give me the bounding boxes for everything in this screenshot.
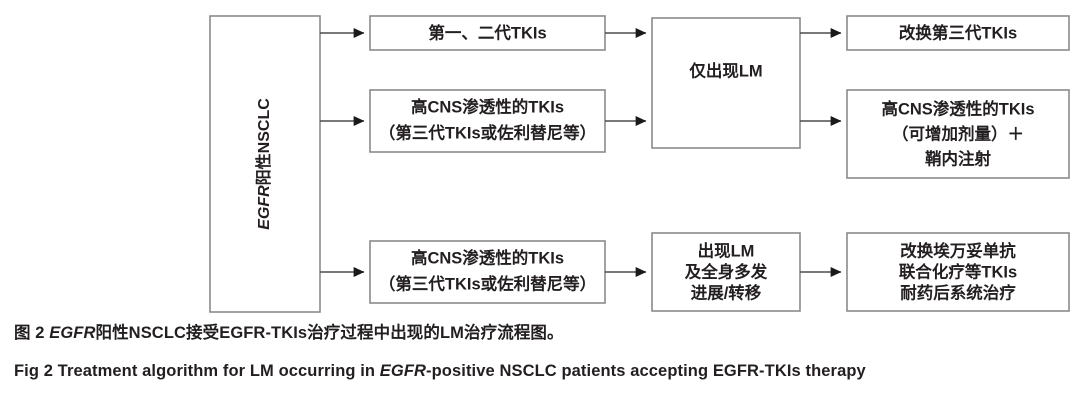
node-root-egfr-positive-nsclc[interactable]: EGFR阳性NSCLC	[209, 15, 321, 313]
node-amivantamab-chemo-systemic-therapy[interactable]: 改换埃万妥单抗 联合化疗等TKIs 耐药后系统治疗	[846, 232, 1070, 312]
node-n8-label-line2: 联合化疗等TKIs	[899, 261, 1017, 281]
caption-cn-rest: 阳性NSCLC接受EGFR-TKIs治疗过程中出现的LM治疗流程图。	[95, 324, 564, 342]
node-n2-label-line2: （第三代TKIs或佐利替尼等）	[379, 122, 596, 142]
node-n8-label-line1: 改换埃万妥单抗	[900, 240, 1016, 260]
node-n5-label-line3: 进展/转移	[691, 282, 762, 302]
node-n5-label-line1: 出现LM	[698, 240, 755, 260]
node-lm-only[interactable]: 仅出现LM	[651, 17, 801, 149]
figure-caption-chinese: 图 2 EGFR阳性NSCLC接受EGFR-TKIs治疗过程中出现的LM治疗流程…	[14, 318, 1066, 348]
node-n7-label-line3: 鞘内注射	[925, 148, 992, 168]
node-high-cns-penetration-tkis-lower[interactable]: 高CNS渗透性的TKIs （第三代TKIs或佐利替尼等）	[369, 240, 606, 304]
node-n5-label-line2: 及全身多发	[685, 261, 768, 281]
caption-cn-italic: EGFR	[49, 324, 96, 342]
node-lm-with-systemic-progression[interactable]: 出现LM 及全身多发 进展/转移	[651, 232, 801, 312]
node-n8-label-line3: 耐药后系统治疗	[900, 282, 1016, 302]
caption-en-italic: EGFR	[379, 362, 427, 380]
node-first-second-gen-tkis[interactable]: 第一、二代TKIs	[369, 15, 606, 51]
treatment-algorithm-flowchart: EGFR阳性NSCLC 第一、二代TKIs 高CNS渗透性的TKIs （第三代T…	[209, 15, 1070, 313]
node-n6-label: 改换第三代TKIs	[899, 22, 1017, 42]
node-high-cns-penetration-tkis-upper[interactable]: 高CNS渗透性的TKIs （第三代TKIs或佐利替尼等）	[369, 89, 606, 153]
node-n7-label-line1: 高CNS渗透性的TKIs	[881, 98, 1034, 118]
node-n7-label-line2: （可增加剂量）＋	[892, 123, 1024, 143]
node-n3-label-line2: （第三代TKIs或佐利替尼等）	[379, 273, 596, 293]
node-n3-label-line1: 高CNS渗透性的TKIs	[411, 247, 564, 267]
node-n4-label: 仅出现LM	[688, 60, 762, 80]
node-n1-label: 第一、二代TKIs	[428, 22, 546, 42]
figure-caption-english: Fig 2 Treatment algorithm for LM occurri…	[14, 356, 1066, 386]
figure-caption: 图 2 EGFR阳性NSCLC接受EGFR-TKIs治疗过程中出现的LM治疗流程…	[0, 318, 1080, 386]
node-switch-to-third-gen-tkis[interactable]: 改换第三代TKIs	[846, 15, 1070, 51]
node-high-cns-tkis-plus-intrathecal[interactable]: 高CNS渗透性的TKIs （可增加剂量）＋ 鞘内注射	[846, 89, 1070, 179]
node-root-label: EGFR阳性NSCLC	[254, 98, 273, 230]
caption-en-rest: -positive NSCLC patients accepting EGFR-…	[426, 362, 866, 380]
node-n2-label-line1: 高CNS渗透性的TKIs	[411, 96, 564, 116]
caption-en-prefix: Fig 2 Treatment algorithm for LM occurri…	[14, 362, 380, 380]
caption-cn-prefix: 图 2	[14, 324, 50, 342]
